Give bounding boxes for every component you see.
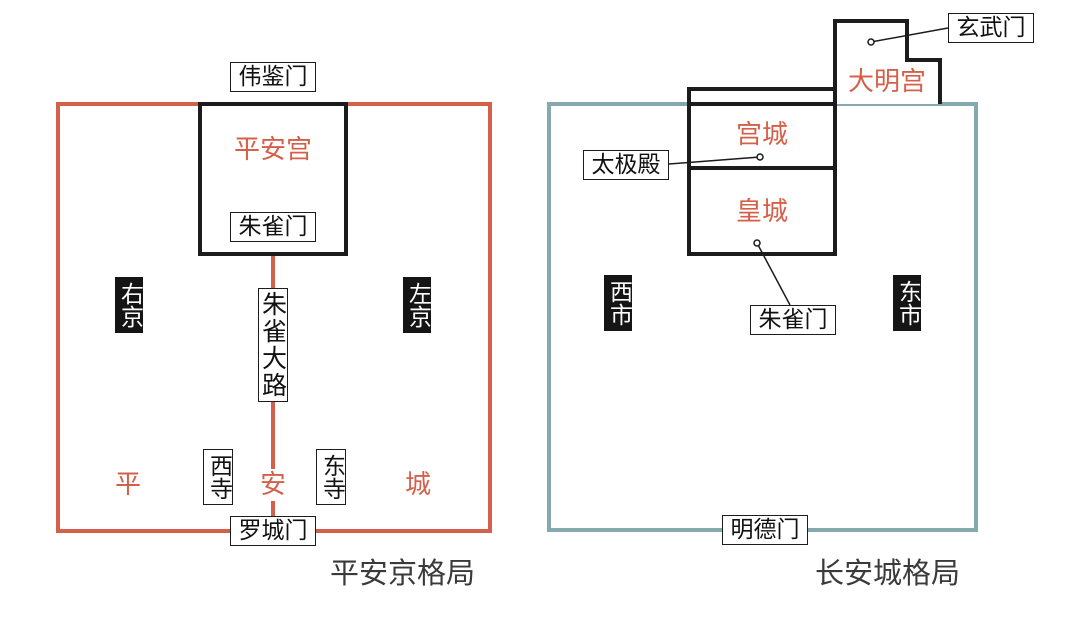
heian-palace-gate-label: 朱雀门 bbox=[230, 212, 316, 242]
heian-palace-label: 平安宫 bbox=[200, 134, 346, 166]
zhuque-gate-marker bbox=[753, 239, 761, 247]
heian-west-temple-text: 西寺 bbox=[205, 454, 232, 500]
heian-city-char-1: 平 bbox=[113, 469, 143, 501]
xuanwu-gate-marker bbox=[867, 38, 875, 46]
changan-xuanwu-gate-text: 玄武门 bbox=[956, 14, 1026, 41]
heian-north-gate-label: 伟鉴门 bbox=[230, 62, 316, 92]
changan-caption: 长安城格局 bbox=[815, 555, 985, 591]
zhuque-gate-callout-line bbox=[756, 242, 791, 306]
changan-east-market-label: 东市 bbox=[893, 275, 921, 331]
changan-zhuque-gate-label: 朱雀门 bbox=[750, 305, 836, 335]
heian-left-district-label: 左京 bbox=[403, 277, 431, 333]
heian-avenue-text: 朱雀大路 bbox=[258, 291, 288, 399]
heian-city-char-1-text: 平 bbox=[114, 470, 141, 500]
changan-taiji-hall-text: 太极殿 bbox=[591, 151, 661, 178]
heian-left-district-text: 左京 bbox=[404, 282, 431, 328]
changan-imperial-city-text: 皇城 bbox=[735, 197, 788, 227]
heian-city-char-2: 安 bbox=[259, 469, 287, 501]
taiji-hall-marker bbox=[756, 153, 764, 161]
changan-palace-city-label: 宫城 bbox=[689, 119, 835, 151]
heian-palace-text: 平安宫 bbox=[233, 135, 312, 165]
changan-west-market-text: 西市 bbox=[605, 280, 632, 326]
heian-city-char-2-text: 安 bbox=[259, 470, 286, 500]
heian-east-temple-text: 东寺 bbox=[318, 454, 345, 500]
heian-avenue-label: 朱雀大路 bbox=[258, 288, 288, 402]
heian-south-gate-text: 罗城门 bbox=[238, 517, 308, 544]
changan-west-market-label: 西市 bbox=[604, 275, 632, 331]
heian-south-gate-label: 罗城门 bbox=[230, 516, 316, 546]
heian-right-district-label: 右京 bbox=[115, 277, 143, 333]
changan-caption-text: 长安城格局 bbox=[815, 555, 961, 590]
changan-palace-city-text: 宫城 bbox=[735, 120, 788, 150]
changan-taiji-hall-label: 太极殿 bbox=[583, 150, 669, 180]
changan-daming-palace-text: 大明宫 bbox=[847, 67, 926, 97]
heian-city-char-3-text: 城 bbox=[404, 470, 431, 500]
changan-imperial-city-label: 皇城 bbox=[689, 196, 835, 228]
heian-caption-text: 平安京格局 bbox=[330, 555, 476, 590]
heian-palace-gate-text: 朱雀门 bbox=[238, 213, 308, 240]
changan-palace-wall bbox=[687, 87, 837, 256]
heian-caption: 平安京格局 bbox=[330, 555, 500, 591]
changan-zhuque-gate-text: 朱雀门 bbox=[758, 306, 828, 333]
xuanwu-gate-callout-line bbox=[870, 27, 949, 43]
heian-city-char-3: 城 bbox=[403, 469, 433, 501]
taiji-hall-callout-line bbox=[668, 156, 761, 165]
changan-south-gate-text: 明德门 bbox=[730, 516, 800, 543]
daming-palace-wall bbox=[833, 19, 942, 104]
heian-west-temple-label: 西寺 bbox=[203, 449, 233, 505]
changan-xuanwu-gate-label: 玄武门 bbox=[948, 13, 1034, 43]
changan-south-gate-label: 明德门 bbox=[722, 515, 808, 545]
heian-east-temple-label: 东寺 bbox=[316, 449, 346, 505]
heian-right-district-text: 右京 bbox=[116, 282, 143, 328]
changan-daming-palace-label: 大明宫 bbox=[840, 66, 934, 98]
changan-east-market-text: 东市 bbox=[894, 280, 921, 326]
heian-north-gate-text: 伟鉴门 bbox=[238, 63, 308, 90]
